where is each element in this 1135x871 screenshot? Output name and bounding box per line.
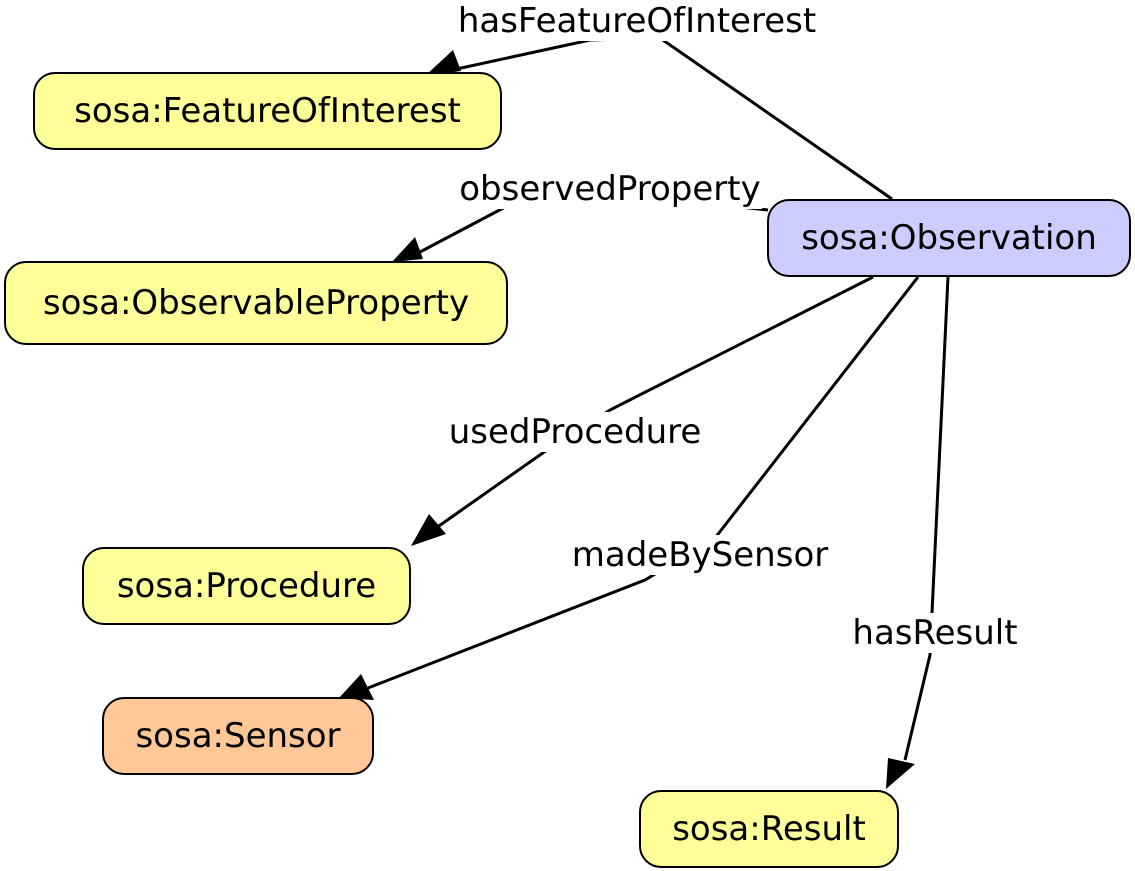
node-observable-property: sosa:ObservableProperty — [4, 261, 508, 345]
arrowhead-observed-property — [392, 237, 423, 262]
edge-has-result — [903, 276, 950, 761]
edge-label-made-by-sensor: madeBySensor — [569, 535, 831, 575]
edge-label-used-procedure: usedProcedure — [446, 412, 704, 452]
arrowhead-used-procedure — [411, 514, 446, 546]
node-result: sosa:Result — [639, 790, 899, 868]
edge-label-has-result: hasResult — [850, 613, 1020, 653]
node-feature-of-interest: sosa:FeatureOfInterest — [33, 72, 502, 150]
arrowhead-made-by-sensor — [339, 674, 374, 700]
node-observation: sosa:Observation — [767, 199, 1131, 277]
node-sensor: sosa:Sensor — [102, 697, 374, 775]
arrowhead-has-feature-of-interest — [425, 50, 461, 76]
edge-label-observed-property: observedProperty — [457, 169, 763, 209]
arrowhead-has-result — [886, 758, 915, 789]
edge-label-has-feature-of-interest: hasFeatureOfInterest — [455, 1, 819, 41]
node-procedure: sosa:Procedure — [82, 547, 411, 625]
